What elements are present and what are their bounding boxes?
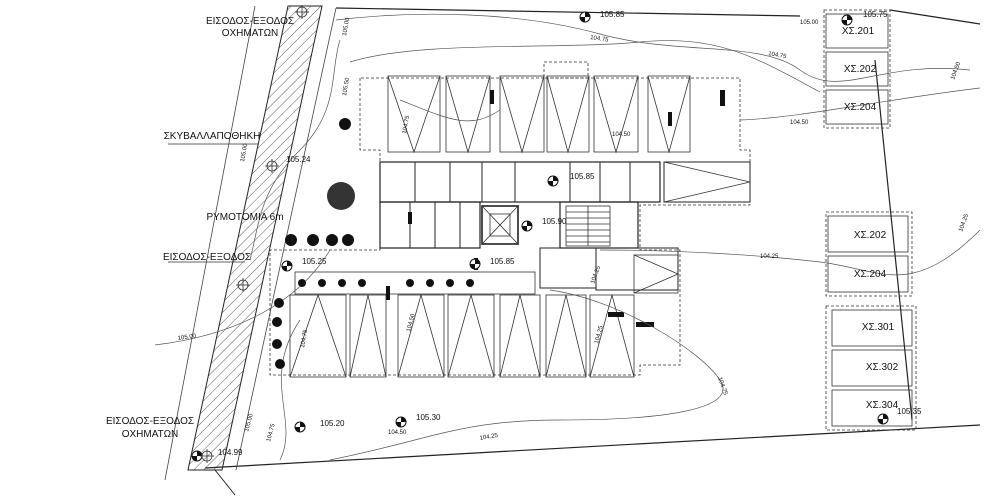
parking-space-label: ΧΣ.204 bbox=[844, 102, 877, 113]
level-value: 105.20 bbox=[320, 419, 345, 428]
level-value: 105.35 bbox=[897, 407, 922, 416]
contour-value: 104.50 bbox=[388, 430, 407, 436]
level-value: 104.99 bbox=[218, 448, 243, 457]
parking-space-label: ΧΣ.304 bbox=[866, 400, 899, 411]
staircase bbox=[565, 205, 611, 247]
survey-points bbox=[200, 5, 309, 463]
columns bbox=[386, 90, 725, 327]
level-value: 105.75 bbox=[863, 10, 888, 19]
contour-value: 104.25 bbox=[958, 213, 970, 233]
contour-value: 104.25 bbox=[590, 265, 602, 285]
contour-value: 105.00 bbox=[800, 20, 819, 26]
contour-value: 104.75 bbox=[300, 329, 309, 349]
parking-space-label: ΧΣ.201 bbox=[842, 26, 875, 37]
level-value: 105.85 bbox=[570, 172, 595, 181]
level-markers bbox=[191, 11, 889, 462]
contour-value: 104.25 bbox=[760, 254, 779, 260]
kennel-label: ΣΚΥΒΑΛΛΑΠΟΘΗΚΗ bbox=[164, 131, 261, 142]
level-value: 105.24 bbox=[286, 155, 311, 164]
contour-value: 104.75 bbox=[768, 51, 788, 60]
street-line-label: ΡΥΜΟΤΟΜΙΑ 6m bbox=[206, 212, 283, 223]
building-outline bbox=[269, 61, 751, 376]
parking-bays-top bbox=[387, 75, 691, 154]
survey-point bbox=[295, 5, 309, 19]
level-value: 105.30 bbox=[416, 413, 441, 422]
elevator-core bbox=[481, 205, 519, 245]
level-marker bbox=[841, 14, 853, 26]
level-marker bbox=[547, 175, 559, 187]
contour-value: 104.25 bbox=[479, 433, 499, 442]
entry-exit-vehicles-bottom-label-2: ΟΧΗΜΑΤΩΝ bbox=[122, 429, 179, 440]
walkway bbox=[294, 271, 536, 295]
level-marker bbox=[579, 11, 591, 23]
planting bbox=[272, 118, 474, 369]
parking-space-label: ΧΣ.301 bbox=[862, 322, 895, 333]
contour-value: 104.75 bbox=[266, 423, 277, 443]
contour-value: 105.00 bbox=[177, 333, 197, 342]
contour-value: 104.50 bbox=[406, 313, 417, 333]
leader-lines bbox=[168, 143, 258, 263]
survey-point bbox=[236, 278, 250, 292]
contour-value: 104.25 bbox=[594, 325, 605, 345]
survey-point bbox=[265, 159, 279, 173]
survey-point bbox=[200, 449, 214, 463]
contour-value: 105.50 bbox=[342, 77, 351, 97]
contour-lines bbox=[154, 13, 981, 461]
level-marker bbox=[281, 260, 293, 272]
level-marker bbox=[191, 450, 203, 462]
level-marker bbox=[294, 421, 306, 433]
contour-value: 104.75 bbox=[402, 115, 411, 135]
level-value: 105.90 bbox=[542, 217, 567, 226]
level-value: 105.85 bbox=[490, 257, 515, 266]
parking-space-label: ΧΣ.202 bbox=[854, 230, 887, 241]
level-value: 105.85 bbox=[600, 10, 625, 19]
contour-value: 105.00 bbox=[240, 143, 249, 163]
entry-exit-vehicles-bottom-label-1: ΕΙΣΟΔΟΣ-ΕΞΟΔΟΣ bbox=[106, 416, 194, 427]
level-value: 105.25 bbox=[302, 257, 327, 266]
parking-space-label: ΧΣ.302 bbox=[866, 362, 899, 373]
level-marker bbox=[395, 416, 407, 428]
contour-value: 104.50 bbox=[612, 132, 631, 138]
parking-space-label: ΧΣ.204 bbox=[854, 269, 887, 280]
entry-exit-vehicles-top-label-1: ΕΙΣΟΔΟΣ-ΕΞΟΔΟΣ bbox=[206, 16, 294, 27]
entry-exit-label: ΕΙΣΟΔΟΣ-ΕΞΟΔΟΣ bbox=[163, 252, 251, 263]
contour-value: 105.00 bbox=[342, 17, 351, 37]
level-marker bbox=[469, 258, 481, 270]
contour-value: 104.75 bbox=[716, 377, 728, 397]
property-boundary bbox=[204, 7, 981, 496]
parking-space-label: ΧΣ.202 bbox=[844, 64, 877, 75]
contour-value: 104.50 bbox=[790, 120, 809, 126]
contour-value: 104.50 bbox=[950, 61, 962, 81]
level-marker bbox=[521, 220, 533, 232]
storage-rooms bbox=[379, 161, 751, 291]
contour-value: 104.75 bbox=[590, 35, 610, 44]
contour-value: 105.00 bbox=[244, 413, 255, 433]
entry-exit-vehicles-top-label-2: ΟΧΗΜΑΤΩΝ bbox=[222, 28, 279, 39]
level-marker bbox=[877, 413, 889, 425]
